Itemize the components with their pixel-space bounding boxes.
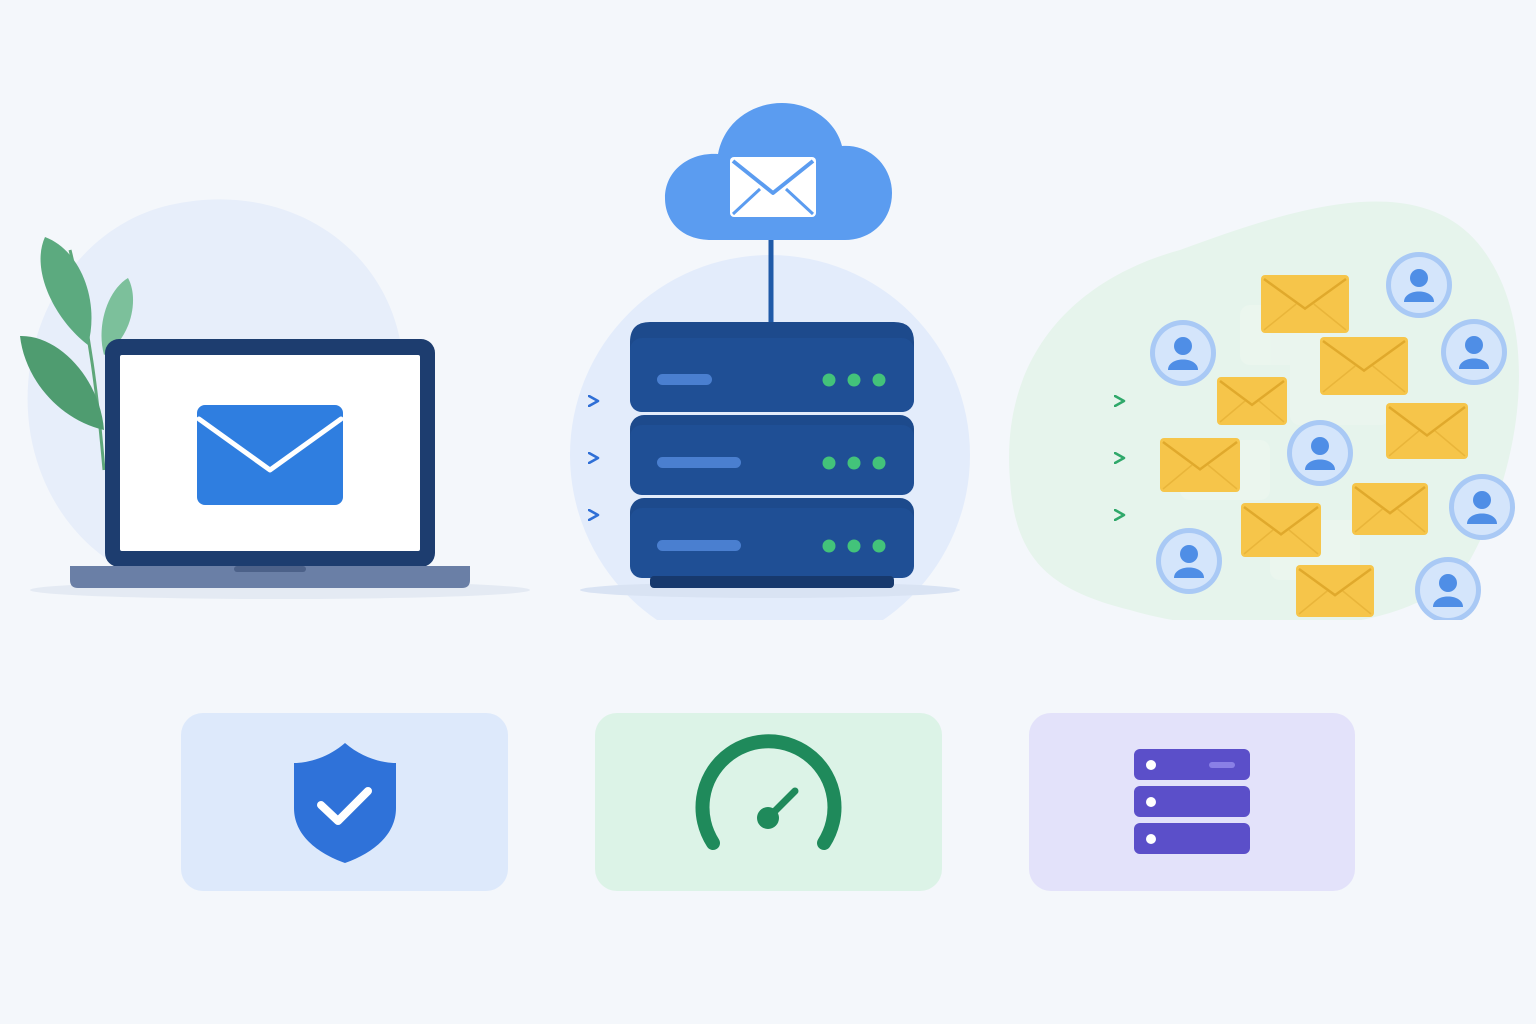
envelope-icon — [1261, 275, 1349, 333]
user-avatar-icon — [1386, 252, 1452, 318]
server-unit — [630, 415, 914, 495]
user-avatar-icon — [1287, 420, 1353, 486]
user-avatar-icon — [1441, 319, 1507, 385]
recipients-cluster — [1150, 252, 1515, 623]
envelope-icon — [1217, 377, 1287, 425]
user-avatar-icon — [1150, 320, 1216, 386]
leaf-plant-decoration — [20, 237, 134, 471]
feature-card-speed — [595, 713, 942, 891]
feature-card-storage — [1029, 713, 1355, 891]
server-stack-icon — [1134, 749, 1250, 854]
envelope-icon — [1352, 483, 1428, 535]
diagram-canvas — [20, 103, 1519, 655]
envelope-icon — [1160, 438, 1240, 492]
user-avatar-icon — [1449, 474, 1515, 540]
shield-check-icon — [294, 743, 396, 863]
cloud-mail-icon — [665, 103, 892, 324]
envelope-icon — [1320, 337, 1408, 395]
user-avatar-icon — [1156, 528, 1222, 594]
envelope-icon — [1241, 503, 1321, 557]
mail-icon — [196, 405, 344, 505]
envelope-icon — [1386, 403, 1468, 459]
feature-card-security — [181, 713, 508, 891]
server-unit — [630, 322, 914, 412]
envelope-icon — [1296, 565, 1374, 617]
sender-to-relay-arrows — [450, 401, 600, 515]
user-avatar-icon — [1415, 557, 1481, 623]
sender-laptop — [70, 339, 470, 588]
server-unit — [630, 498, 914, 578]
speedometer-icon — [695, 734, 842, 850]
relay-server-rack — [630, 322, 914, 588]
relay-to-recipients-arrows — [950, 401, 1126, 515]
